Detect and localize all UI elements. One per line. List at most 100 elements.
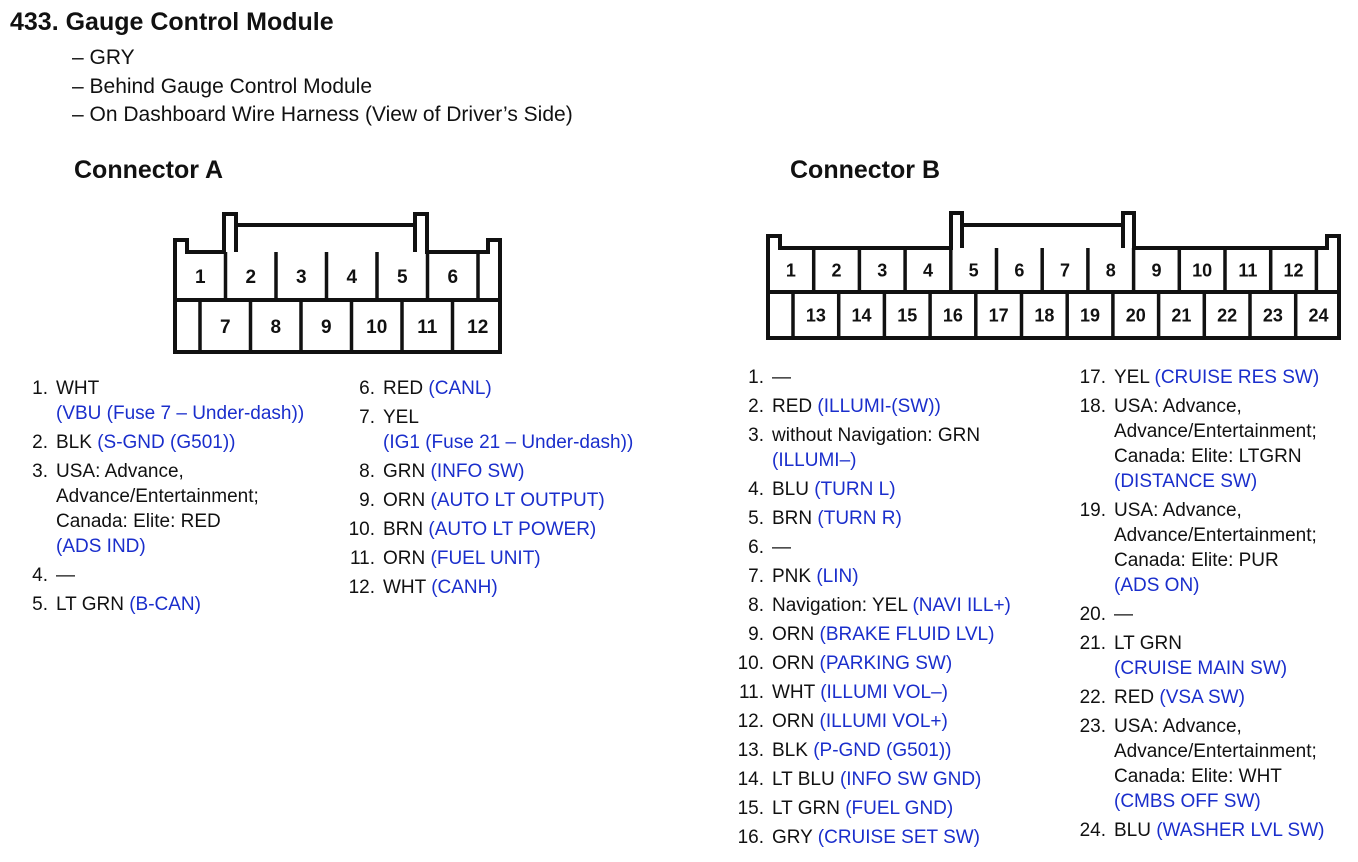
wire-color: ORN xyxy=(772,711,815,732)
pin-line: ORN (PARKING SW) xyxy=(772,651,952,676)
pin-line: USA: Advance, xyxy=(1114,714,1317,739)
pin-line: GRY (CRUISE SET SW) xyxy=(772,825,980,850)
pin-item: 6.— xyxy=(726,535,1011,560)
pin-description: RED (ILLUMI-(SW)) xyxy=(772,394,941,419)
pin-line: ORN (AUTO LT OUTPUT) xyxy=(383,488,605,513)
signal-name: (CRUISE RES SW) xyxy=(1154,367,1320,388)
connector-b-top-pin-4: 4 xyxy=(923,260,933,280)
pin-number: 1. xyxy=(748,367,764,388)
connector-b-bottom-pin-23: 23 xyxy=(1263,305,1283,325)
pin-description: BRN (AUTO LT POWER) xyxy=(383,517,596,542)
wire-color: — xyxy=(772,367,791,388)
connector-a-top-pin-1: 1 xyxy=(195,267,206,288)
signal-name: (DISTANCE SW) xyxy=(1114,471,1258,492)
pin-line: RED (CANL) xyxy=(383,376,492,401)
pin-line: BLK (S-GND (G501)) xyxy=(56,430,236,455)
pin-line: (VBU (Fuse 7 – Under-dash)) xyxy=(56,401,304,426)
pin-item: 4.— xyxy=(18,563,304,588)
pin-description: RED (CANL) xyxy=(383,376,492,401)
wire-color: — xyxy=(1114,604,1133,625)
signal-name: (ILLUMI VOL–) xyxy=(820,682,948,703)
wire-color: BRN xyxy=(772,508,813,529)
pin-number: 10. xyxy=(348,519,375,540)
pin-line: ORN (ILLUMI VOL+) xyxy=(772,709,948,734)
signal-name: (P-GND (G501)) xyxy=(813,740,952,761)
wire-color: LT GRN xyxy=(1114,633,1182,654)
pin-line: RED (VSA SW) xyxy=(1114,685,1245,710)
signal-name: (CRUISE SET SW) xyxy=(817,827,980,848)
signal-name: (FUEL UNIT) xyxy=(430,548,541,569)
pin-number: 2. xyxy=(32,432,48,453)
pin-line: RED (ILLUMI-(SW)) xyxy=(772,394,941,419)
pin-item: 21.LT GRN(CRUISE MAIN SW) xyxy=(1066,631,1324,681)
pin-item: 11.WHT (ILLUMI VOL–) xyxy=(726,680,1011,705)
pin-line: USA: Advance, xyxy=(1114,498,1317,523)
signal-name: (CANL) xyxy=(428,378,492,399)
pin-description: WHT(VBU (Fuse 7 – Under-dash)) xyxy=(56,376,304,426)
wire-color: Advance/Entertainment; xyxy=(1114,525,1317,546)
pin-item: 6.RED (CANL) xyxy=(337,376,633,401)
pin-item: 14.LT BLU (INFO SW GND) xyxy=(726,767,1011,792)
connector-b-bottom-pin-15: 15 xyxy=(897,305,917,325)
pin-line: Advance/Entertainment; xyxy=(1114,419,1317,444)
pin-line: BLK (P-GND (G501)) xyxy=(772,738,952,763)
signal-name: (B-CAN) xyxy=(129,594,201,615)
pin-line: PNK (LIN) xyxy=(772,564,859,589)
wire-color: LT GRN xyxy=(56,594,124,615)
wire-color: YEL xyxy=(383,407,419,428)
connector-a-top-pin-3: 3 xyxy=(296,267,307,288)
pin-number: 7. xyxy=(748,566,764,587)
wire-color: Canada: Elite: WHT xyxy=(1114,766,1282,787)
pin-description: USA: Advance,Advance/Entertainment;Canad… xyxy=(56,459,259,559)
pin-description: YEL (CRUISE RES SW) xyxy=(1114,365,1319,390)
wire-color: Advance/Entertainment; xyxy=(1114,741,1317,762)
connector-b-top-pin-5: 5 xyxy=(969,260,979,280)
pin-number: 10. xyxy=(737,653,764,674)
pin-line: (CMBS OFF SW) xyxy=(1114,789,1317,814)
pin-item: 1. — xyxy=(726,365,1011,390)
connector-b-top-pin-11: 11 xyxy=(1238,260,1257,280)
pin-item: 7. PNK (LIN) xyxy=(726,564,1011,589)
pin-item: 23.USA: Advance,Advance/Entertainment;Ca… xyxy=(1066,714,1324,814)
pin-description: YEL(IG1 (Fuse 21 – Under-dash)) xyxy=(383,405,633,455)
pin-line: Advance/Entertainment; xyxy=(1114,523,1317,548)
signal-name: (AUTO LT OUTPUT) xyxy=(430,490,605,511)
pin-line: — xyxy=(772,535,791,560)
wire-color: BLU xyxy=(1114,820,1151,841)
wire-color: Advance/Entertainment; xyxy=(56,486,259,507)
pin-description: ORN (FUEL UNIT) xyxy=(383,546,541,571)
wire-color: WHT xyxy=(56,378,100,399)
signal-name: (ADS IND) xyxy=(56,536,146,557)
pin-line: — xyxy=(56,563,75,588)
wire-color: ORN xyxy=(383,548,426,569)
pin-line: BLU (TURN L) xyxy=(772,477,896,502)
wire-color: Advance/Entertainment; xyxy=(1114,421,1317,442)
pin-description: GRN (INFO SW) xyxy=(383,459,524,484)
connector-a-pins-col2: 6.RED (CANL) 7.YEL(IG1 (Fuse 21 – Under-d… xyxy=(337,376,634,604)
signal-name: (ILLUMI–) xyxy=(772,450,857,471)
signal-name: (ILLUMI VOL+) xyxy=(819,711,948,732)
pin-description: BRN (TURN R) xyxy=(772,506,902,531)
pin-number: 16. xyxy=(737,827,764,848)
pin-item: 20.— xyxy=(1066,602,1324,627)
pin-item: 13.BLK (P-GND (G501)) xyxy=(726,738,1011,763)
pin-description: BLK (P-GND (G501)) xyxy=(772,738,952,763)
connector-a-bottom-pin-11: 11 xyxy=(417,317,438,338)
pin-line: (IG1 (Fuse 21 – Under-dash)) xyxy=(383,430,633,455)
pin-line: WHT (CANH) xyxy=(383,575,498,600)
pin-line: without Navigation: GRN xyxy=(772,423,980,448)
pin-number: 12. xyxy=(737,711,764,732)
pin-description: WHT (ILLUMI VOL–) xyxy=(772,680,948,705)
pin-description: ORN (PARKING SW) xyxy=(772,651,952,676)
pin-description: without Navigation: GRN(ILLUMI–) xyxy=(772,423,980,473)
page-title: 433. Gauge Control Module xyxy=(10,8,334,36)
connector-b-title: Connector B xyxy=(790,156,940,184)
connector-b-top-pin-8: 8 xyxy=(1106,260,1116,280)
pin-item: 7.YEL(IG1 (Fuse 21 – Under-dash)) xyxy=(337,405,633,455)
wire-color: Canada: Elite: PUR xyxy=(1114,550,1279,571)
pin-description: RED (VSA SW) xyxy=(1114,685,1245,710)
pin-item: 5.LT GRN (B-CAN) xyxy=(18,592,304,617)
pin-line: WHT (ILLUMI VOL–) xyxy=(772,680,948,705)
pin-line: BRN (AUTO LT POWER) xyxy=(383,517,596,542)
